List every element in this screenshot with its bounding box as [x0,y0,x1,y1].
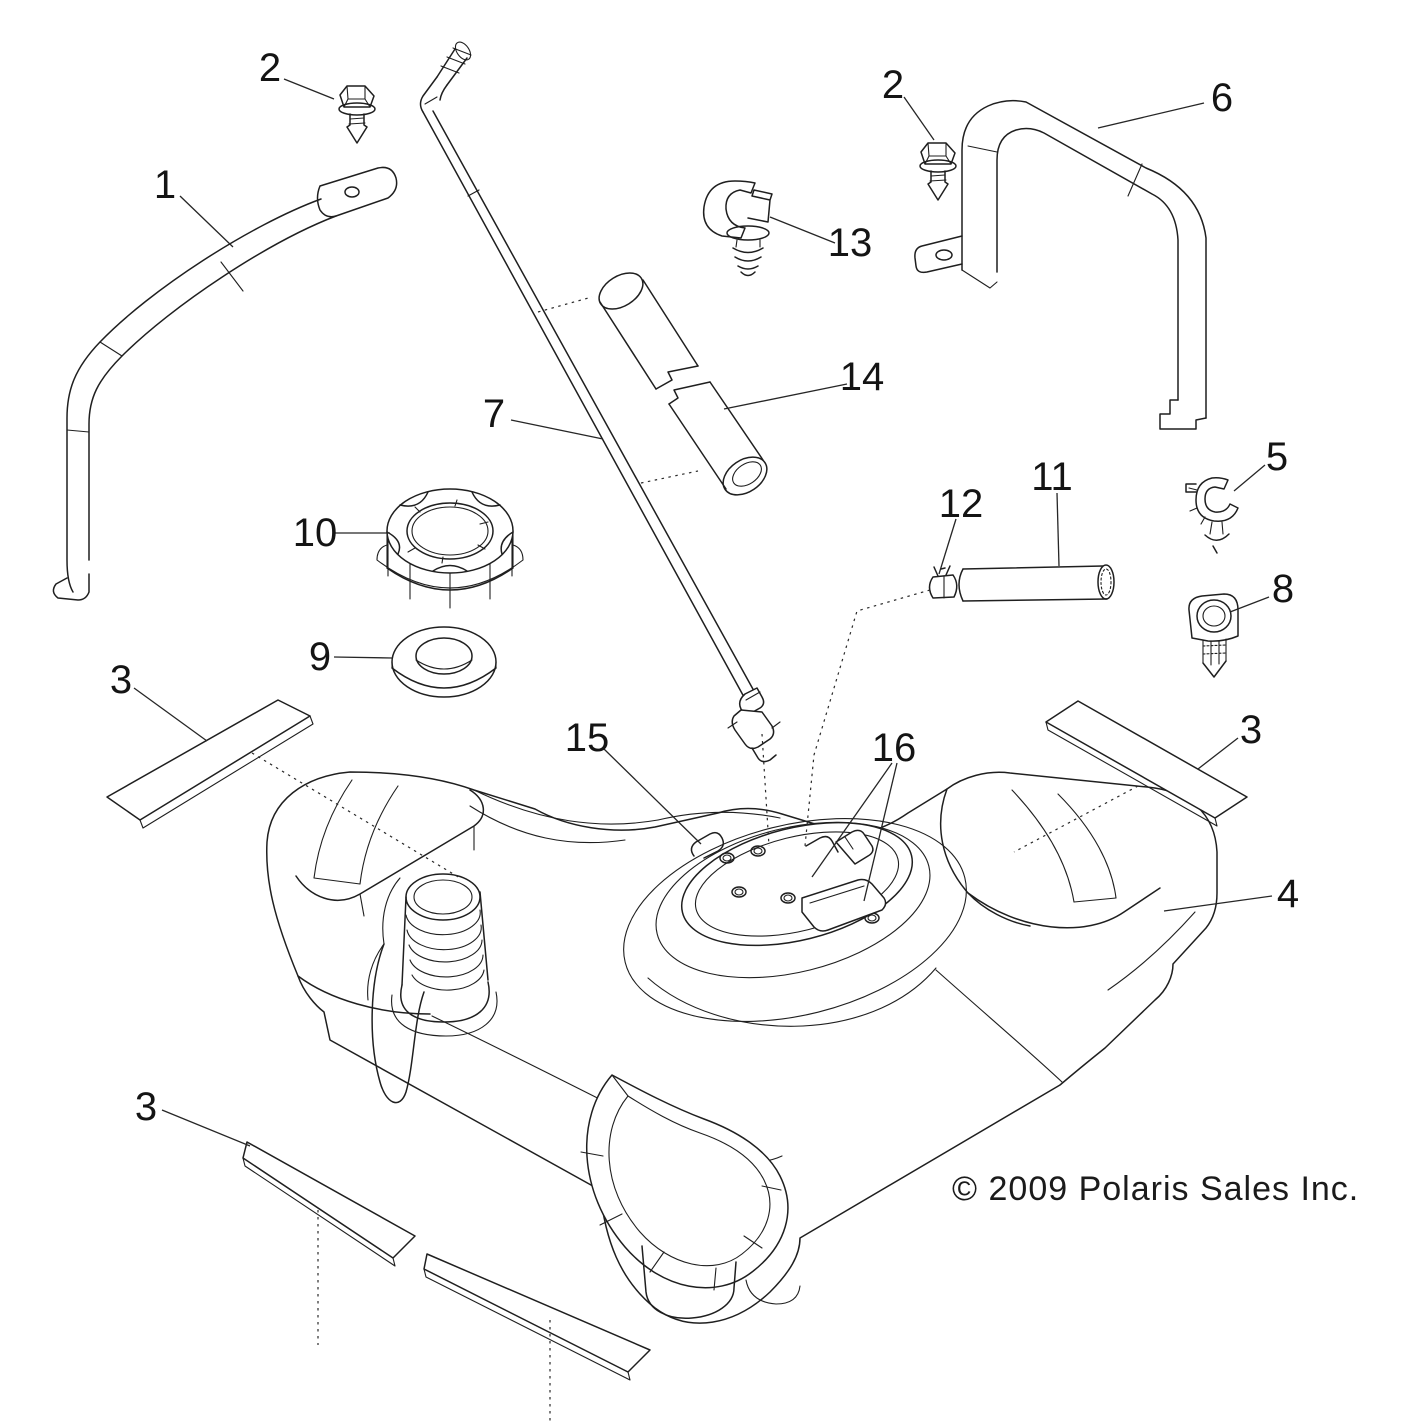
strap-left [52,166,398,601]
callout-number: 4 [1277,872,1299,916]
callout-leader-line [603,748,702,845]
callout-leader-line [811,762,893,878]
vent-fitting [835,829,874,865]
callout-12-14: 12 [938,482,984,575]
callout-number: 12 [939,482,984,526]
callout-4-6: 4 [1163,872,1299,916]
cable-clamp [702,180,773,277]
callout-number: 16 [872,726,917,770]
callout-leader-line [510,419,604,440]
filler-neck [367,873,498,1104]
callout-2-1: 2 [259,46,335,100]
callout-number: 5 [1266,435,1288,479]
callout-number: 10 [293,511,338,555]
callout-leader-line [938,518,957,575]
outlet-fitting [805,835,839,853]
callout-leader-line [1197,737,1239,770]
callout-number: 13 [828,221,873,265]
assembly-dotted-lines [251,296,1139,1425]
pump-flange-screws [719,845,880,924]
callout-number: 15 [565,716,610,760]
callout-5-7: 5 [1233,435,1288,492]
hose-clamp-large [1185,477,1239,554]
callout-number: 3 [1240,708,1262,752]
callout-3-3: 3 [110,658,208,742]
callout-10-12: 10 [293,511,390,555]
callout-6-8: 6 [1097,76,1233,129]
callout-leader-line [723,383,848,410]
callout-16-18: 16 [811,726,917,902]
foam-strip-right [1045,700,1248,827]
callout-leader-line [333,656,393,659]
fuel-cap [376,488,524,609]
callout-leader-line [1229,596,1270,613]
foam-strip-left [106,699,314,829]
exploded-view-drawing [52,41,1248,1381]
callout-3-5: 3 [135,1085,251,1147]
callout-leader-line [1056,492,1060,567]
callout-number: 7 [483,392,505,436]
callout-number: 11 [1031,455,1073,499]
callout-leader-line [1097,102,1205,129]
fuel-line [419,41,781,763]
electrical-connector [801,878,887,932]
callout-leader-line [161,1109,251,1147]
callout-leader-line [769,216,836,244]
callout-number: 9 [309,635,331,679]
callout-9-11: 9 [309,635,393,679]
bolt-left [338,85,376,144]
callout-15-17: 15 [565,716,702,845]
callout-8-10: 8 [1229,567,1294,613]
pump-recess [623,818,967,1027]
callout-number: 2 [259,46,281,90]
callout-14-16: 14 [723,355,885,410]
tank-sump [580,1074,801,1319]
callout-number: 1 [154,163,176,207]
callout-leader-line [283,78,335,100]
clip-screw [1188,593,1239,678]
callout-7-9: 7 [483,392,604,440]
filler-seal [391,626,497,698]
callout-number: 3 [110,658,132,702]
strap-right [914,99,1207,430]
callout-number: 8 [1272,567,1294,611]
callout-number: 3 [135,1085,157,1129]
callout-leader-line [903,96,935,141]
callout-11-13: 11 [1031,455,1073,567]
callout-leader-line [1233,464,1266,492]
hose-clamp-small [928,565,958,599]
callout-number: 2 [882,63,904,107]
callout-leader-line [133,687,208,742]
callout-leader-line [179,195,234,248]
callout-1-0: 1 [154,163,234,248]
callout-leader-line [1163,895,1273,912]
fuel-pump-assembly [680,821,914,947]
callout-3-4: 3 [1197,708,1262,770]
foam-strip-bottom-2 [423,1253,651,1381]
callout-13-15: 13 [769,216,873,265]
bolt-right [919,142,957,201]
callout-number: 14 [840,355,885,399]
fuel-tank [265,771,1218,1324]
vent-hose [958,564,1115,602]
copyright-text: © 2009 Polaris Sales Inc. [952,1170,1359,1208]
callout-number: 6 [1211,76,1233,120]
line-sleeve [598,272,768,496]
foam-strip-bottom-1 [242,1141,416,1267]
callout-2-2: 2 [882,63,935,141]
callout-leader-line [863,762,898,902]
